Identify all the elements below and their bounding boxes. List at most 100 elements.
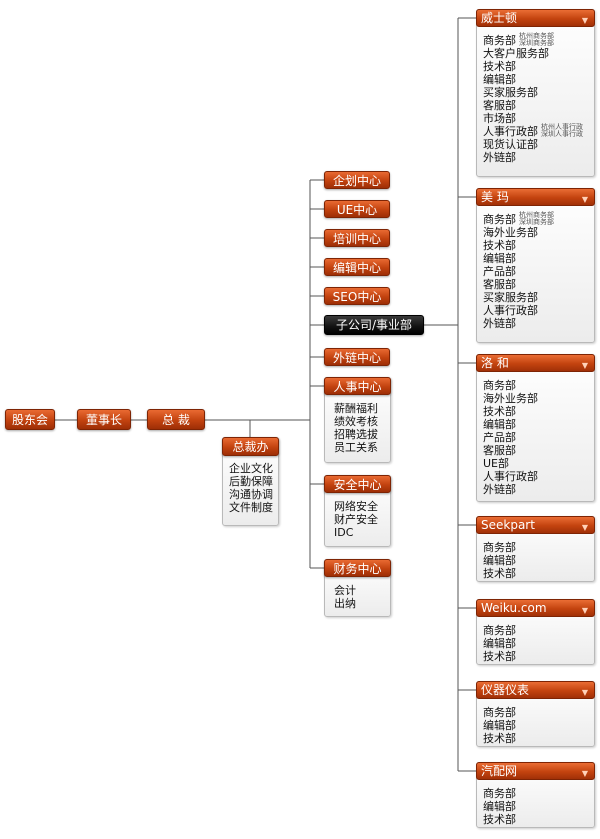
company-dept-item: 编辑部	[483, 418, 538, 431]
company-dept-label: 技术部	[483, 60, 516, 73]
company-dept-item: 编辑部	[483, 252, 554, 265]
company-dept-label: 外链部	[483, 483, 516, 496]
company-dept-label: 技术部	[483, 732, 516, 745]
president-office-item: 企业文化	[229, 462, 273, 475]
company-dept-label: 外链部	[483, 317, 516, 330]
company-dept-item: 海外业务部	[483, 226, 554, 239]
company-name: 美 玛	[481, 190, 509, 204]
company-dept-label: 人事行政部	[483, 125, 538, 138]
shareholders-node: 股东会	[5, 409, 55, 430]
company-dept-label: 技术部	[483, 239, 516, 252]
company-dept-item: 产品部	[483, 265, 554, 278]
company-header: 美 玛 ▼	[476, 188, 595, 206]
board-node: 董事长	[77, 409, 131, 430]
company-dept-label: 编辑部	[483, 637, 516, 650]
company-dept-label: 外链部	[483, 151, 516, 164]
ue-center-node: UE中心	[324, 200, 390, 218]
company-dept-item: 人事行政部杭州人事行政深圳人事行政	[483, 124, 583, 139]
hr-center-item: 绩效考核	[334, 415, 378, 428]
company-dept-item: 客服部	[483, 99, 583, 112]
security-center-header: 安全中心	[324, 475, 391, 493]
company-dept-item: 技术部	[483, 567, 516, 580]
company-dept-item: 客服部	[483, 278, 554, 291]
company-dept-label: 编辑部	[483, 73, 516, 86]
finance-center-header: 财务中心	[324, 559, 391, 577]
security-center-item: IDC	[334, 526, 354, 539]
dept-note-line: 杭州商务部	[519, 211, 554, 219]
company-dept-item: 商务部杭州商务部深圳商务部	[483, 33, 583, 48]
dept-note: 杭州人事行政深圳人事行政	[541, 124, 583, 138]
company-dept-label: 商务部	[483, 624, 516, 637]
company-dept-label: 客服部	[483, 99, 516, 112]
company-dept-item: 人事行政部	[483, 304, 554, 317]
hr-center-item: 员工关系	[334, 441, 378, 454]
company-dept-item: 外链部	[483, 483, 538, 496]
company-box: 威士顿▼商务部杭州商务部深圳商务部大客户服务部技术部编辑部买家服务部客服部市场部…	[476, 9, 595, 177]
company-dept-item: 客服部	[483, 444, 538, 457]
finance-center-box: 财务中心 会计 出纳	[324, 559, 391, 617]
security-center-item: 网络安全	[334, 500, 378, 513]
company-dept-item: 大客户服务部	[483, 47, 583, 60]
security-center-box: 安全中心 网络安全 财产安全 IDC	[324, 475, 391, 547]
company-dept-label: 编辑部	[483, 252, 516, 265]
company-dept-label: 编辑部	[483, 554, 516, 567]
company-dept-label: 买家服务部	[483, 86, 538, 99]
company-dept-label: 编辑部	[483, 418, 516, 431]
company-dept-label: 商务部	[483, 541, 516, 554]
president-office-item: 后勤保障	[229, 475, 273, 488]
company-header: Seekpart▼	[476, 516, 595, 534]
chevron-down-icon: ▼	[581, 769, 588, 778]
company-dept-item: 编辑部	[483, 73, 583, 86]
company-box: Seekpart▼ 商务部编辑部技术部	[476, 516, 595, 582]
company-dept-label: 买家服务部	[483, 291, 538, 304]
company-header: 洛 和▼	[476, 354, 595, 372]
company-name: Seekpart	[481, 518, 535, 532]
security-center-item: 财产安全	[334, 513, 378, 526]
company-name: Weiku.com	[481, 601, 547, 615]
chevron-down-icon: ▼	[581, 195, 588, 204]
company-dept-label: 技术部	[483, 813, 516, 826]
company-dept-label: 现货认证部	[483, 138, 538, 151]
company-dept-item: 技术部	[483, 239, 554, 252]
company-box: 汽配网 ▼ 商务部编辑部技术部	[476, 762, 595, 828]
company-dept-label: 客服部	[483, 444, 516, 457]
training-center-node: 培训中心	[324, 229, 390, 247]
president-office-box: 总裁办 企业文化 后勤保障 沟通协调 文件制度	[222, 437, 279, 526]
editing-center-node: 编辑中心	[324, 258, 390, 276]
company-dept-label: 商务部	[483, 213, 516, 226]
company-dept-item: 编辑部	[483, 719, 516, 732]
company-dept-item: 商务部	[483, 541, 516, 554]
dept-note-line: 深圳商务部	[519, 218, 554, 226]
company-dept-item: 编辑部	[483, 554, 516, 567]
company-dept-label: 客服部	[483, 278, 516, 291]
company-dept-label: 海外业务部	[483, 226, 538, 239]
president-office-header: 总裁办	[222, 437, 279, 456]
dept-note-line: 杭州商务部	[519, 32, 554, 40]
company-dept-label: 编辑部	[483, 800, 516, 813]
subsidiaries-node: 子公司/事业部	[324, 315, 424, 335]
company-dept-item: 现货认证部	[483, 138, 583, 151]
company-dept-item: 买家服务部	[483, 291, 554, 304]
company-name: 汽配网	[481, 764, 518, 778]
company-dept-item: 编辑部	[483, 637, 516, 650]
finance-center-item: 会计	[334, 584, 356, 597]
company-header: Weiku.com▼	[476, 599, 595, 617]
company-box: 仪器仪表▼商务部编辑部技术部	[476, 681, 595, 747]
president-office-item: 沟通协调	[229, 488, 273, 501]
planning-center-node: 企划中心	[324, 171, 390, 189]
dept-note: 杭州商务部深圳商务部	[519, 33, 554, 47]
company-dept-label: 产品部	[483, 265, 516, 278]
company-dept-label: UE部	[483, 457, 510, 470]
company-dept-label: 市场部	[483, 112, 516, 125]
company-dept-label: 商务部	[483, 787, 516, 800]
company-dept-item: 市场部	[483, 112, 583, 125]
company-dept-item: 技术部	[483, 60, 583, 73]
dept-note: 杭州商务部深圳商务部	[519, 212, 554, 226]
chevron-down-icon: ▼	[581, 16, 588, 25]
company-box: Weiku.com▼商务部编辑部技术部	[476, 599, 595, 665]
dept-note-line: 深圳商务部	[519, 39, 554, 47]
company-dept-item: 技术部	[483, 732, 516, 745]
company-dept-label: 技术部	[483, 567, 516, 580]
company-dept-item: 技术部	[483, 405, 538, 418]
